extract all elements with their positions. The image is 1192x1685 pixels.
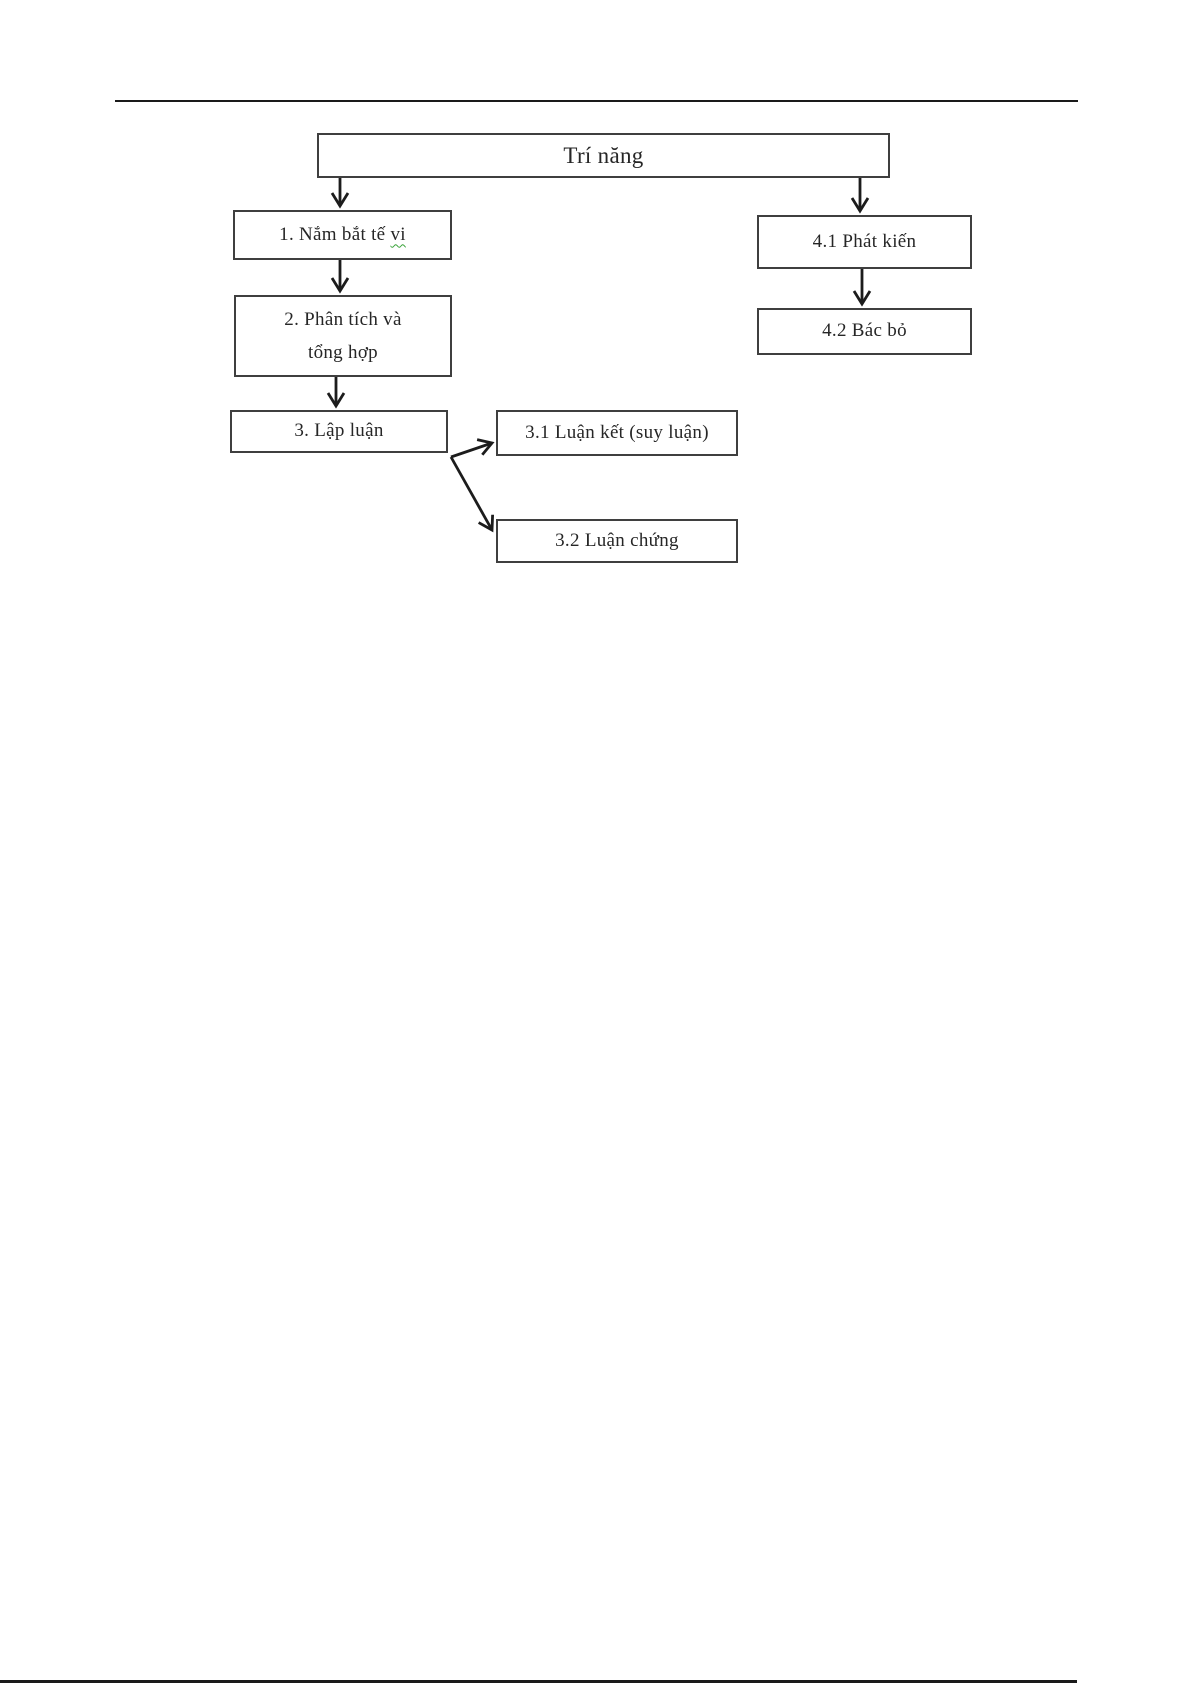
node-n2-line1: 2. Phân tích và bbox=[284, 308, 402, 330]
node-n31-label: 3.1 Luận kết (suy luận) bbox=[525, 421, 709, 443]
node-n1-text: 1. Nắm bắt tế vi bbox=[279, 223, 406, 248]
node-n3-label: 3. Lập luận bbox=[294, 420, 384, 442]
node-nam-bat-te-vi: 1. Nắm bắt tế vi bbox=[233, 210, 452, 260]
spellcheck-flagged-word: vi bbox=[390, 223, 406, 245]
node-phat-kien: 4.1 Phát kiến bbox=[757, 215, 972, 269]
node-luan-chung: 3.2 Luận chứng bbox=[496, 519, 738, 563]
node-n1-label: 1. Nắm bắt tế bbox=[279, 223, 386, 245]
node-n32-label: 3.2 Luận chứng bbox=[555, 529, 679, 551]
node-lap-luan: 3. Lập luận bbox=[230, 410, 448, 453]
node-n42-label: 4.2 Bác bỏ bbox=[822, 320, 907, 342]
node-bac-bo: 4.2 Bác bỏ bbox=[757, 308, 972, 355]
node-luan-ket: 3.1 Luận kết (suy luận) bbox=[496, 410, 738, 456]
arrow-n3-to-n31 bbox=[450, 438, 495, 459]
bottom-horizontal-rule bbox=[0, 1680, 1077, 1683]
node-n41-label: 4.1 Phát kiến bbox=[812, 230, 917, 252]
top-horizontal-rule bbox=[115, 100, 1078, 102]
node-tri-nang: Trí năng bbox=[317, 133, 890, 178]
node-tri-nang-label: Trí năng bbox=[563, 142, 644, 168]
arrow-n3-to-n32 bbox=[449, 456, 495, 533]
node-phan-tich-va-tong-hop: 2. Phân tích và tổng hợp bbox=[234, 295, 452, 377]
node-n2-line2: tổng hợp bbox=[308, 342, 378, 363]
